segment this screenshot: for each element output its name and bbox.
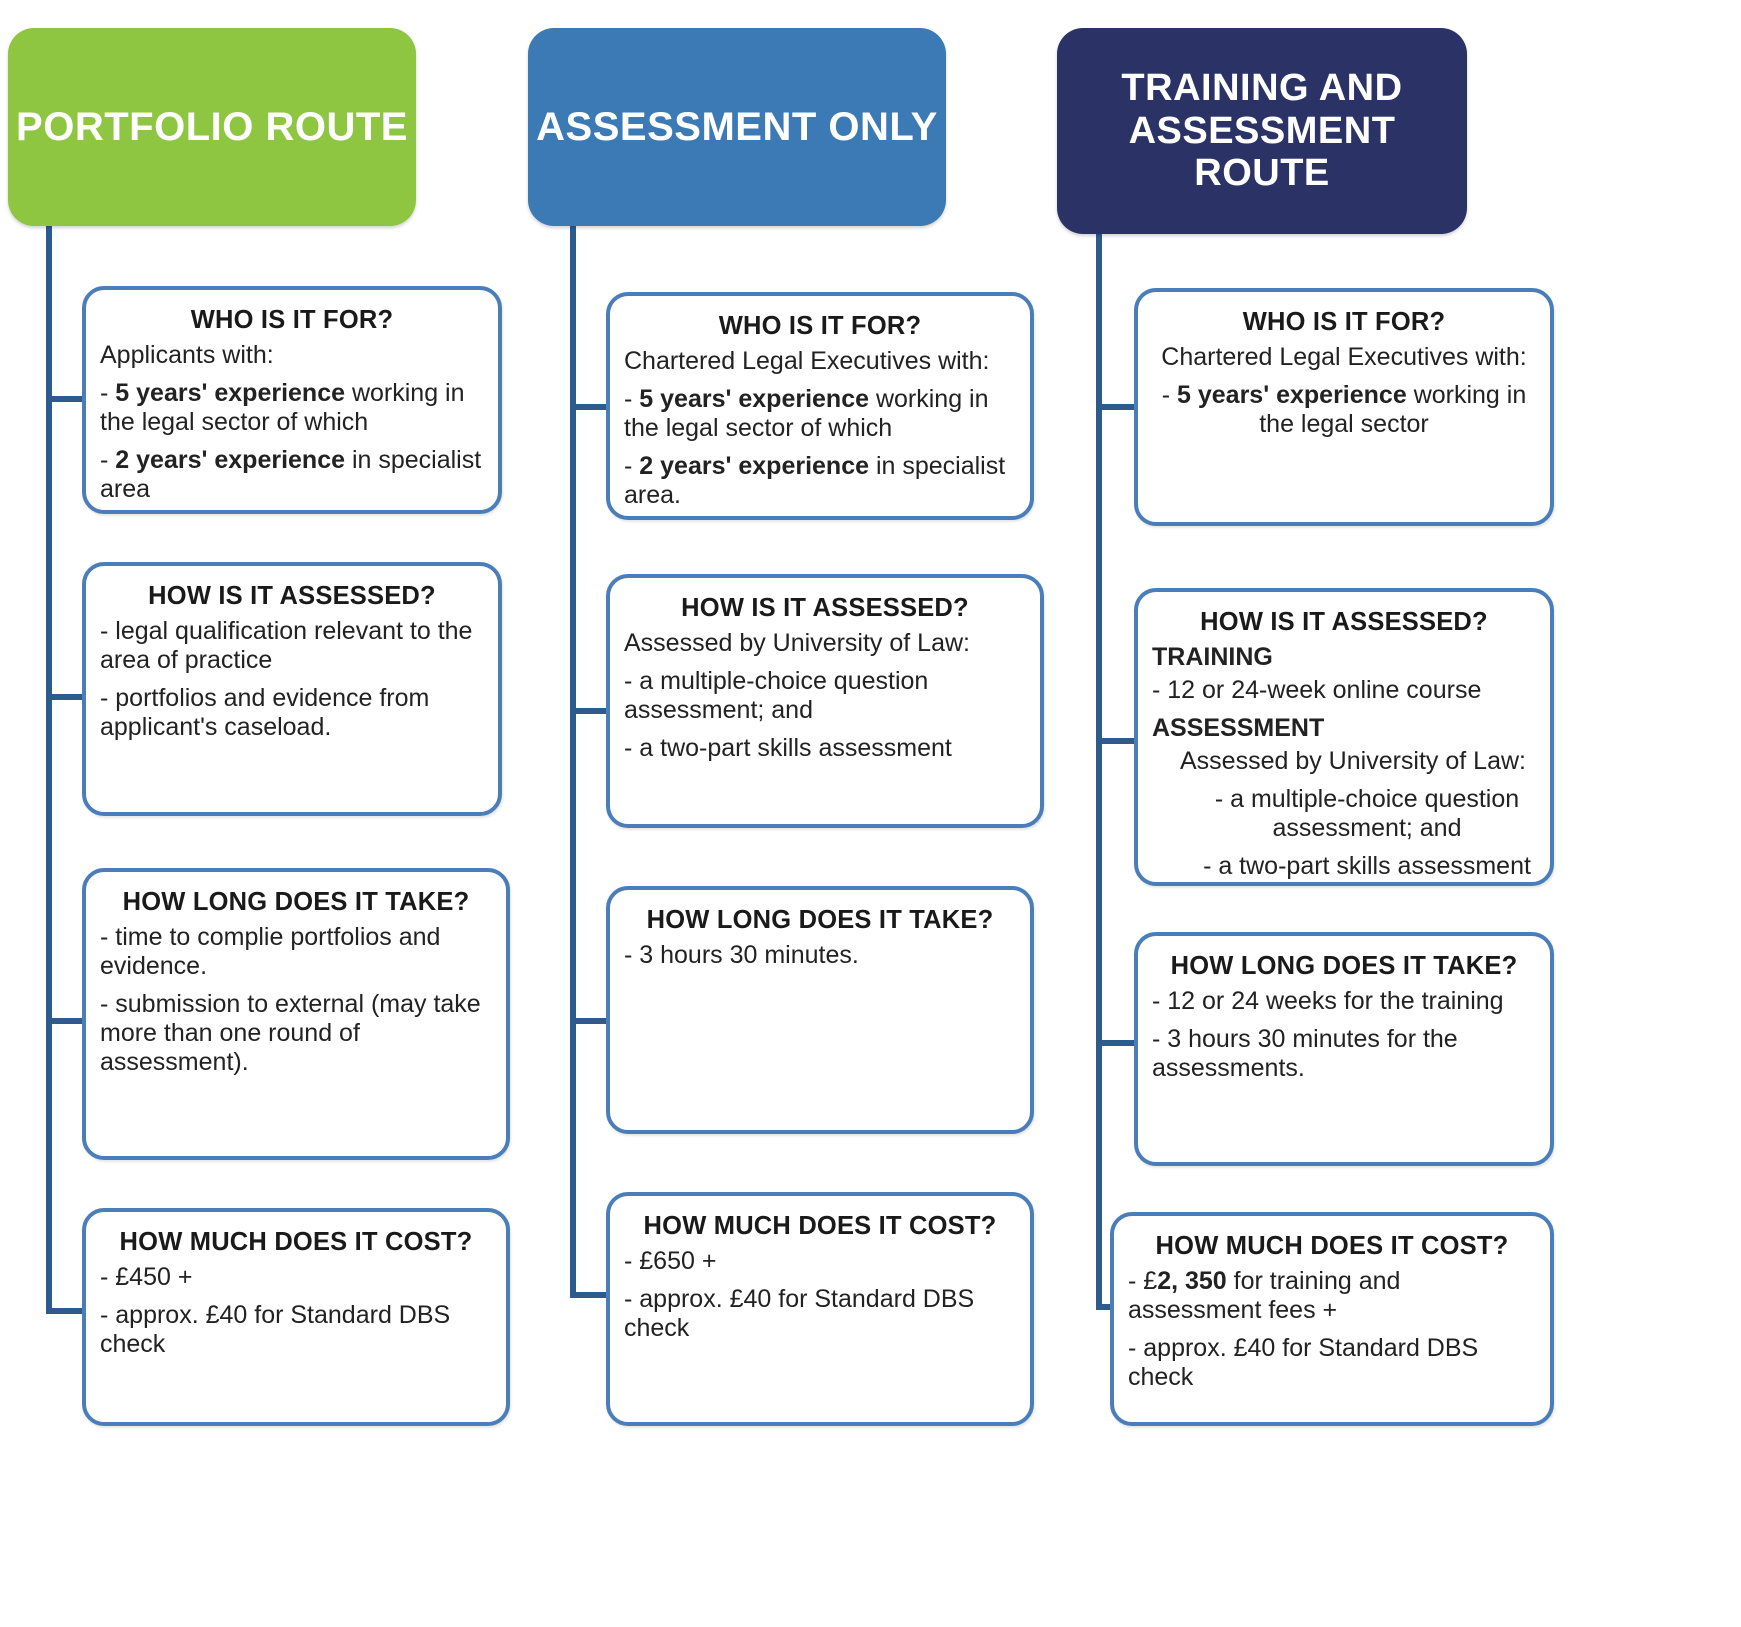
header-portfolio-route[interactable]: PORTFOLIO ROUTE [8, 28, 416, 226]
card-line: - time to complie portfolios and evidenc… [100, 923, 441, 980]
emphasis-text: 5 years' experience [1177, 381, 1407, 409]
connector-stub-training-2 [1096, 738, 1142, 744]
card-assessment-who-is-it-for[interactable]: WHO IS IT FOR? Chartered Legal Executives… [606, 292, 1034, 520]
card-title: HOW IS IT ASSESSED? [1200, 608, 1488, 636]
header-training-and-assessment-route[interactable]: TRAINING AND ASSESSMENT ROUTE [1057, 28, 1467, 234]
card-line: - a two-part skills assessment [1203, 852, 1531, 880]
card-line: - £650 + [624, 1247, 717, 1275]
card-line: - a multiple-choice question assessment;… [624, 667, 929, 724]
emphasis-text: 5 years' experience [115, 379, 346, 407]
card-line: - submission to external (may take more … [100, 990, 481, 1076]
card-training-how-much-does-it-cost[interactable]: HOW MUCH DOES IT COST? - £2, 350 for trai… [1110, 1212, 1554, 1426]
card-line: - a two-part skills assessment [624, 734, 952, 762]
card-title: HOW MUCH DOES IT COST? [643, 1212, 997, 1240]
card-line: - approx. £40 for Standard DBS check [1128, 1334, 1479, 1391]
card-line: - 5 years' experience working in the leg… [100, 379, 465, 436]
card-training-how-long-does-it-take[interactable]: HOW LONG DOES IT TAKE? - 12 or 24 weeks f… [1134, 932, 1554, 1166]
connector-stub-portfolio-2 [46, 694, 88, 700]
card-portfolio-how-long-does-it-take[interactable]: HOW LONG DOES IT TAKE? - time to complie … [82, 868, 510, 1160]
connector-stub-assessment-1 [570, 404, 612, 410]
card-title: HOW IS IT ASSESSED? [681, 594, 969, 622]
emphasis-text: 5 years' experience [639, 385, 870, 413]
card-assessment-how-long-does-it-take[interactable]: HOW LONG DOES IT TAKE? - 3 hours 30 minut… [606, 886, 1034, 1134]
connector-stub-portfolio-1 [46, 396, 88, 402]
emphasis-text: 2 years' experience [639, 452, 870, 480]
card-training-who-is-it-for[interactable]: WHO IS IT FOR? Chartered Legal Executives… [1134, 288, 1554, 526]
card-title: HOW IS IT ASSESSED? [148, 582, 436, 610]
connector-stub-training-3 [1096, 1040, 1142, 1046]
card-line: - 2 years' experience in specialist area [100, 446, 482, 503]
card-portfolio-who-is-it-for[interactable]: WHO IS IT FOR? Applicants with: - 5 years'… [82, 286, 502, 514]
card-line: Assessed by University of Law: [1180, 747, 1526, 775]
card-portfolio-how-much-does-it-cost[interactable]: HOW MUCH DOES IT COST? - £450 + - approx. … [82, 1208, 510, 1426]
card-line: - £450 + [100, 1263, 193, 1291]
connector-trunk-training [1096, 234, 1102, 1310]
card-title: HOW LONG DOES IT TAKE? [646, 906, 994, 934]
connector-stub-training-1 [1096, 404, 1142, 410]
header-assessment-only[interactable]: ASSESSMENT ONLY [528, 28, 946, 226]
connector-stub-assessment-4 [570, 1292, 612, 1298]
card-line: - 3 hours 30 minutes for the assessments… [1152, 1025, 1458, 1082]
emphasis-text: 2, 350 [1157, 1267, 1227, 1295]
connector-stub-portfolio-4 [46, 1308, 88, 1314]
card-title: WHO IS IT FOR? [190, 306, 394, 334]
connector-trunk-assessment [570, 226, 576, 1298]
card-line: Chartered Legal Executives with: [624, 347, 990, 375]
card-line: - approx. £40 for Standard DBS check [624, 1285, 975, 1342]
card-line: Applicants with: [100, 341, 274, 369]
card-line: - £2, 350 for training and assessment fe… [1128, 1267, 1401, 1324]
card-title: WHO IS IT FOR? [1242, 308, 1446, 336]
connector-stub-assessment-2 [570, 708, 612, 714]
card-title: HOW MUCH DOES IT COST? [119, 1228, 473, 1256]
card-line: TRAINING [1152, 643, 1273, 671]
card-line: - 5 years' experience working in the leg… [624, 385, 989, 442]
card-line: - portfolios and evidence from applicant… [100, 684, 430, 741]
card-line: Chartered Legal Executives with: [1161, 343, 1527, 371]
card-title: HOW MUCH DOES IT COST? [1155, 1232, 1509, 1260]
card-assessment-how-is-it-assessed[interactable]: HOW IS IT ASSESSED? Assessed by Universit… [606, 574, 1044, 828]
connector-stub-assessment-3 [570, 1018, 612, 1024]
card-line: - approx. £40 for Standard DBS check [100, 1301, 451, 1358]
connector-trunk-portfolio [46, 226, 52, 1314]
card-title: WHO IS IT FOR? [718, 312, 922, 340]
card-line: ASSESSMENT [1152, 714, 1325, 742]
emphasis-text: 2 years' experience [115, 446, 346, 474]
card-assessment-how-much-does-it-cost[interactable]: HOW MUCH DOES IT COST? - £650 + - approx. … [606, 1192, 1034, 1426]
card-training-how-is-it-assessed[interactable]: HOW IS IT ASSESSED? TRAINING - 12 or 24-we… [1134, 588, 1554, 886]
card-line: Assessed by University of Law: [624, 629, 970, 657]
card-title: HOW LONG DOES IT TAKE? [1170, 952, 1518, 980]
connector-stub-portfolio-3 [46, 1018, 88, 1024]
card-line: - 3 hours 30 minutes. [624, 941, 859, 969]
card-line: - legal qualification relevant to the ar… [100, 617, 473, 674]
card-line: - 2 years' experience in specialist area… [624, 452, 1006, 509]
card-line: - a multiple-choice question assessment;… [1214, 785, 1520, 842]
card-line: - 5 years' experience working in the leg… [1161, 381, 1527, 438]
card-line: - 12 or 24-week online course [1152, 676, 1482, 704]
card-title: HOW LONG DOES IT TAKE? [122, 888, 470, 916]
card-portfolio-how-is-it-assessed[interactable]: HOW IS IT ASSESSED? - legal qualification… [82, 562, 502, 816]
card-line: - 12 or 24 weeks for the training [1152, 987, 1504, 1015]
